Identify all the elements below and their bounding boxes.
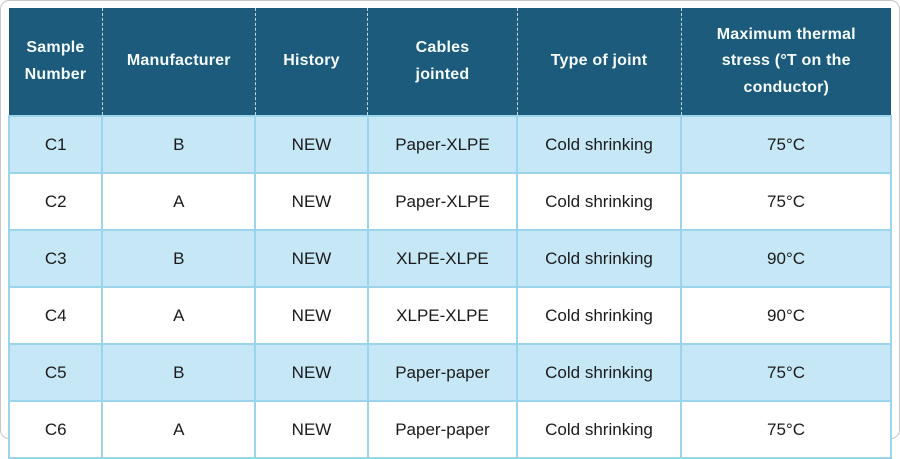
table-cell: 90°C [680, 286, 892, 345]
table-cell: Cold shrinking [515, 115, 683, 174]
header-row: Sample Number Manufacturer History Cable… [9, 8, 891, 116]
table-cell: B [101, 229, 257, 288]
table-row-c5: C5 B NEW Paper-paper Cold shrinking 75°C [7, 343, 892, 402]
table-row-c1: C1 B NEW Paper-XLPE Cold shrinking 75°C [7, 115, 892, 174]
table-cell: Paper-paper [366, 343, 519, 402]
table-cell: XLPE-XLPE [366, 229, 519, 288]
column-header-cables-jointed: Cables jointed [367, 8, 518, 116]
table-cell: 75°C [680, 115, 892, 174]
column-header-type-of-joint: Type of joint [517, 8, 682, 116]
column-header-sample-number: Sample Number [9, 8, 103, 116]
table-cell: B [101, 343, 257, 402]
table-cell: NEW [254, 286, 369, 345]
table-row-c3: C3 B NEW XLPE-XLPE Cold shrinking 90°C [7, 229, 892, 288]
table-cell: C2 [7, 172, 104, 231]
table-cell: NEW [254, 115, 369, 174]
table-cell: Cold shrinking [515, 229, 683, 288]
table-cell: Paper-XLPE [366, 172, 519, 231]
table-cell: NEW [254, 343, 369, 402]
table-cell: 75°C [680, 400, 892, 459]
table-cell: NEW [254, 172, 369, 231]
table-cell: Cold shrinking [515, 400, 683, 459]
cable-samples-table: Sample Number Manufacturer History Cable… [7, 8, 892, 459]
table-cell: C3 [7, 229, 104, 288]
table-cell: A [101, 400, 257, 459]
table-cell: 75°C [680, 343, 892, 402]
column-header-max-thermal-stress: Maximum thermal stress (°T on the conduc… [681, 8, 891, 116]
table-cell: 90°C [680, 229, 892, 288]
table-row-c6: C6 A NEW Paper-paper Cold shrinking 75°C [7, 400, 892, 459]
table-row-c4: C4 A NEW XLPE-XLPE Cold shrinking 90°C [7, 286, 892, 345]
table-cell: Cold shrinking [515, 286, 683, 345]
table-cell: C1 [7, 115, 104, 174]
table-cell: C4 [7, 286, 104, 345]
table-cell: Paper-paper [366, 400, 519, 459]
table-cell: NEW [254, 400, 369, 459]
table-row-c2: C2 A NEW Paper-XLPE Cold shrinking 75°C [7, 172, 892, 231]
table-cell: 75°C [680, 172, 892, 231]
table-cell: A [101, 286, 257, 345]
table-cell: C5 [7, 343, 104, 402]
column-header-history: History [255, 8, 369, 116]
table-cell: A [101, 172, 257, 231]
table-cell: Cold shrinking [515, 343, 683, 402]
table-cell: Cold shrinking [515, 172, 683, 231]
table-cell: Paper-XLPE [366, 115, 519, 174]
column-header-manufacturer: Manufacturer [102, 8, 256, 116]
table-cell: B [101, 115, 257, 174]
table-cell: C6 [7, 400, 104, 459]
table-cell: XLPE-XLPE [366, 286, 519, 345]
table-cell: NEW [254, 229, 369, 288]
